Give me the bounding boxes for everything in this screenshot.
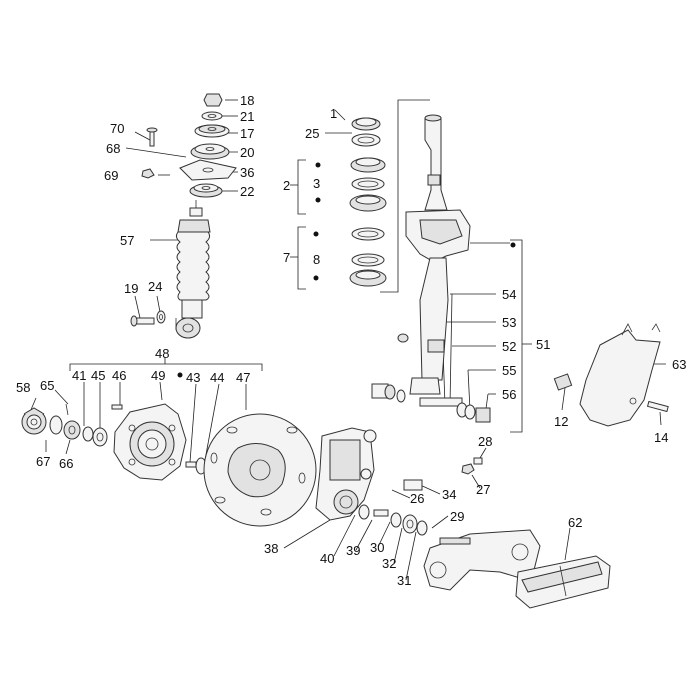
label-45: 45 — [91, 368, 105, 383]
label-20: 20 — [240, 145, 254, 160]
label-49: 49 — [151, 368, 165, 383]
label-51: 51 — [536, 337, 550, 352]
wheel-hub-assembly — [21, 403, 317, 527]
label-7: 7 — [283, 250, 290, 265]
label-1: 1 — [330, 106, 337, 121]
label-55: 55 — [502, 363, 516, 378]
label-57: 57 — [120, 233, 134, 248]
mudguard — [553, 323, 669, 427]
label-28: 28 — [478, 434, 492, 449]
leader-lines — [29, 99, 666, 581]
label-44: 44 — [210, 370, 224, 385]
label-19: 19 — [124, 281, 138, 296]
label-24: 24 — [148, 279, 162, 294]
label-14: 14 — [654, 430, 668, 445]
label-41: 41 — [72, 368, 86, 383]
label-68: 68 — [106, 141, 120, 156]
label-52: 52 — [502, 339, 516, 354]
label-62: 62 — [568, 515, 582, 530]
label-3: 3 — [313, 176, 320, 191]
label-31: 31 — [397, 573, 411, 588]
label-38: 38 — [264, 541, 278, 556]
label-21: 21 — [240, 109, 254, 124]
label-65: 65 — [40, 378, 54, 393]
label-25: 25 — [305, 126, 319, 141]
label-58: 58 — [16, 380, 30, 395]
label-56: 56 — [502, 387, 516, 402]
label-12: 12 — [554, 414, 568, 429]
label-36: 36 — [240, 165, 254, 180]
label-27: 27 — [476, 482, 490, 497]
part-labels: 18 21 17 20 36 22 70 68 69 57 19 24 1 25… — [16, 93, 686, 588]
label-53: 53 — [502, 315, 516, 330]
label-22: 22 — [240, 184, 254, 199]
label-8: 8 — [313, 252, 320, 267]
steering-fork — [177, 114, 516, 423]
label-30: 30 — [370, 540, 384, 555]
label-46: 46 — [112, 368, 126, 383]
label-69: 69 — [104, 168, 118, 183]
label-17: 17 — [240, 126, 254, 141]
label-40: 40 — [320, 551, 334, 566]
label-2: 2 — [283, 178, 290, 193]
shock-absorber-assembly — [130, 93, 237, 339]
caliper-swingarm-assembly — [315, 427, 611, 609]
label-67: 67 — [36, 454, 50, 469]
label-63: 63 — [672, 357, 686, 372]
label-18: 18 — [240, 93, 254, 108]
label-70: 70 — [110, 121, 124, 136]
label-66: 66 — [59, 456, 73, 471]
label-26: 26 — [410, 491, 424, 506]
label-34: 34 — [442, 487, 456, 502]
steering-bearing-stack — [313, 117, 387, 287]
label-39: 39 — [346, 543, 360, 558]
label-32: 32 — [382, 556, 396, 571]
label-29: 29 — [450, 509, 464, 524]
label-47: 47 — [236, 370, 250, 385]
label-43: 43 — [186, 370, 200, 385]
label-48: 48 — [155, 346, 169, 361]
label-54: 54 — [502, 287, 516, 302]
